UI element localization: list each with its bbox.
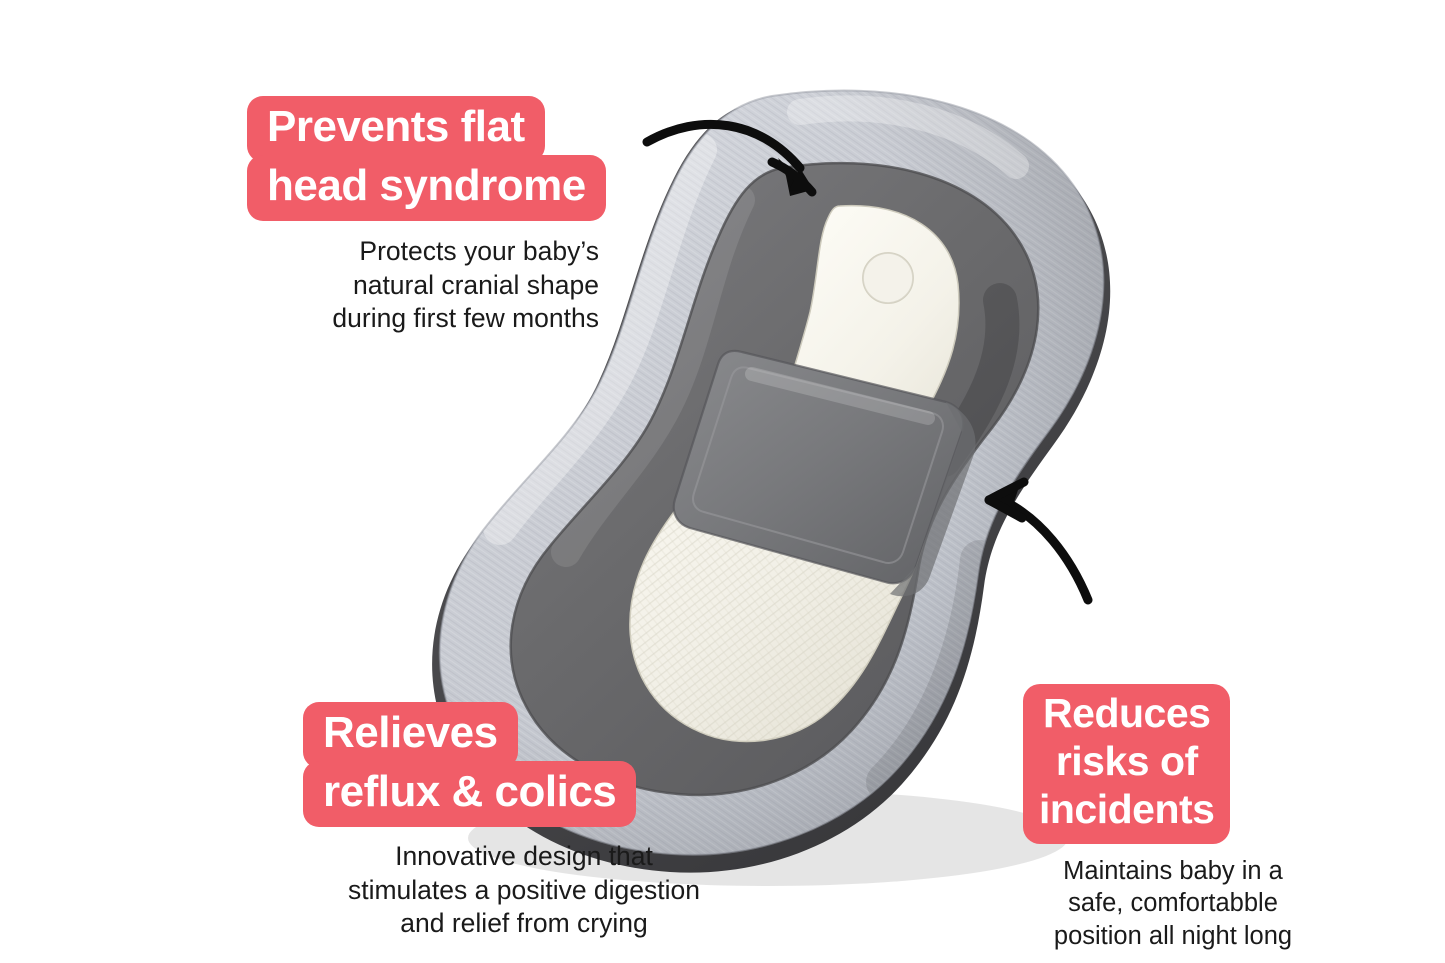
badge-reduces-risks: Reduces risks of incidents [1023, 684, 1231, 844]
callout-subtitle-relieves-reflux: Innovative design that stimulates a posi… [347, 841, 701, 939]
callout-prevents-flat-head: Prevents flat head syndrome Protects you… [247, 96, 606, 336]
callout-subtitle-reduces-risks: Maintains baby in a safe, comfortabble p… [1053, 857, 1293, 950]
head-cushion [778, 204, 960, 500]
inner-bolster-lip [551, 192, 1011, 759]
badge-line-1: Reduces [1043, 690, 1211, 736]
badge-line-1: Relieves [303, 702, 518, 768]
head-cushion-circle [862, 252, 914, 304]
callout-relieves-reflux: Relieves reflux & colics Innovative desi… [303, 702, 737, 941]
callout-subtitle-prevents-flat-head: Protects your baby’s natural cranial sha… [332, 236, 599, 334]
badge-line-2: reflux & colics [303, 761, 637, 827]
cream-mattress-pad [629, 398, 932, 743]
arrow-to-side-wall [984, 477, 1093, 605]
safety-belt-strap [672, 349, 965, 585]
arrow-to-head-area [642, 119, 817, 197]
badge-prevents-flat-head: Prevents flat head syndrome [247, 96, 606, 221]
belt-right-tail [890, 402, 976, 597]
badge-line-2: risks of [1055, 738, 1198, 784]
callout-reduces-risks: Reduces risks of incidents Maintains bab… [1023, 684, 1323, 952]
badge-relieves-reflux: Relieves reflux & colics [303, 702, 737, 827]
badge-line-3: incidents [1039, 786, 1215, 832]
head-neck-shadow [751, 430, 800, 520]
badge-line-2: head syndrome [247, 155, 606, 221]
badge-line-1: Prevents flat [247, 96, 545, 162]
